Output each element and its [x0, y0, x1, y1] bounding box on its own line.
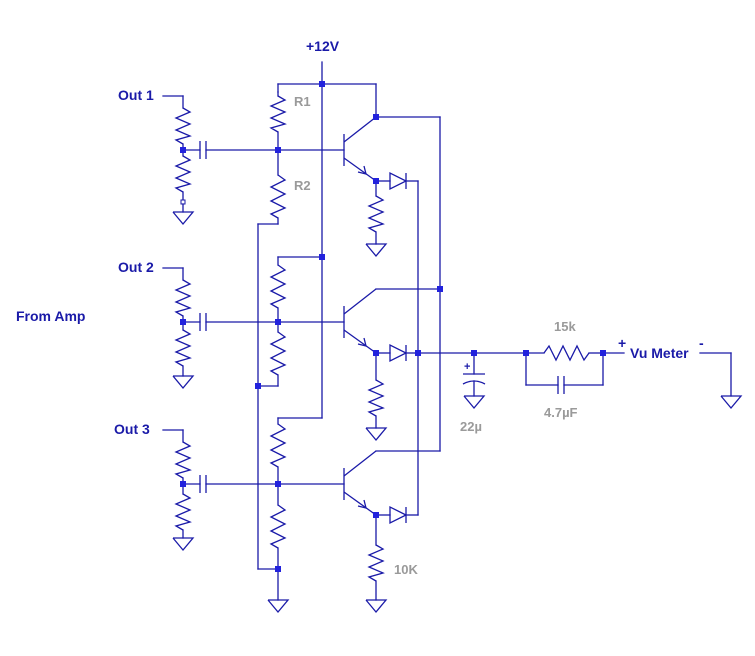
transistor-q3 — [343, 450, 377, 516]
output-section — [462, 344, 743, 410]
junction-dots — [180, 81, 606, 572]
stage-3 — [162, 417, 441, 614]
from-amp-label: From Amp — [16, 308, 85, 324]
r-15k-label: 15k — [554, 319, 576, 334]
vu-meter-minus-sign: - — [699, 335, 704, 351]
resistor-r2 — [269, 174, 287, 219]
ground-symbol — [172, 211, 195, 226]
c-22u-label: 22µ — [460, 419, 482, 434]
capacitor-plus-sign: + — [464, 361, 470, 373]
stage-1 — [162, 91, 441, 258]
diode-d3 — [389, 505, 408, 525]
transistor-q2 — [343, 288, 377, 354]
supply-rail — [277, 61, 377, 419]
out-1-label: Out 1 — [118, 87, 154, 103]
input-potentiometer-3 — [174, 441, 192, 479]
input-potentiometer-1 — [174, 107, 192, 145]
vu-meter-label: Vu Meter — [630, 345, 689, 361]
out-2-label: Out 2 — [118, 259, 154, 275]
out-3-label: Out 3 — [114, 421, 150, 437]
resistor-10k — [367, 544, 385, 582]
c-4-7uf-label: 4.7µF — [544, 405, 578, 420]
vu-meter-plus-sign: + — [618, 335, 626, 351]
r-10k-label: 10K — [394, 562, 418, 577]
r2-label: R2 — [294, 178, 311, 193]
transistor-q1 — [343, 116, 377, 182]
supply-voltage-label: +12V — [306, 38, 340, 54]
resistor-15k — [543, 344, 590, 362]
diode-d1 — [389, 171, 408, 191]
diode-d2 — [389, 343, 408, 363]
r1-label: R1 — [294, 94, 311, 109]
stage-2 — [162, 256, 441, 442]
input-potentiometer-2 — [174, 279, 192, 317]
resistor-r1 — [269, 95, 287, 133]
